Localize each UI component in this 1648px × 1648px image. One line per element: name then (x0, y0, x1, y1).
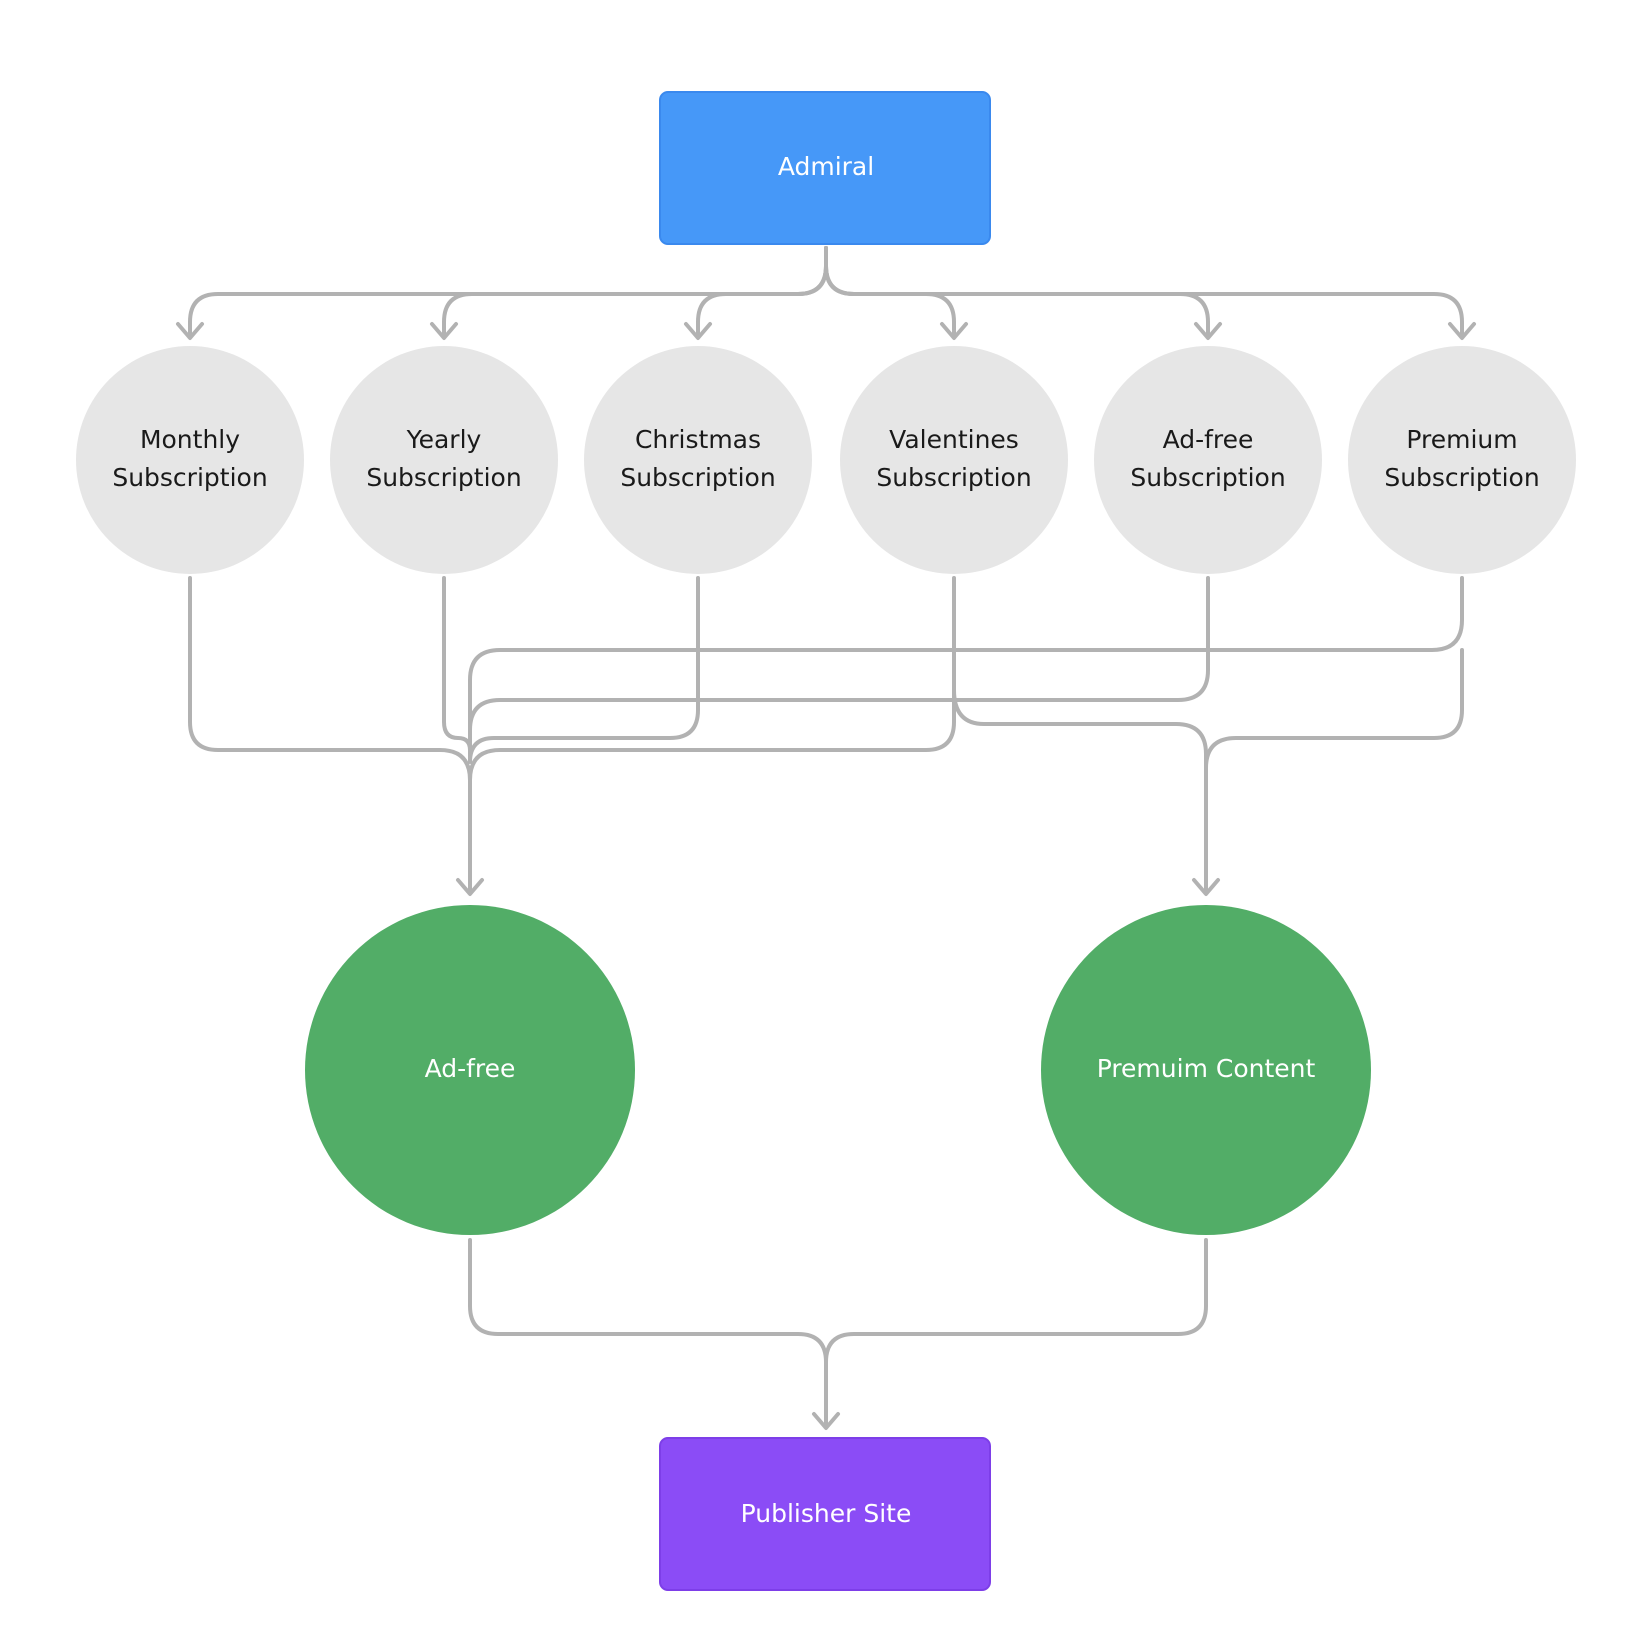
admiral-label: Admiral (778, 152, 874, 181)
connectors-subscriptions-to-premium-content (952, 648, 1464, 894)
monthly-subscription-label-line1: Monthly (140, 425, 240, 454)
premium-subscription-label-line2: Subscription (1384, 463, 1539, 492)
node-valentines-subscription[interactable]: Valentines Subscription (840, 346, 1068, 574)
premium-content-label: Premuim Content (1097, 1054, 1316, 1083)
arrowhead-adfree-subscription (1194, 322, 1222, 340)
edge-admiral-christmas (696, 246, 828, 338)
publisher-site-box (659, 1437, 991, 1591)
publisher-site-label: Publisher Site (741, 1499, 912, 1528)
connectors-subscriptions-to-adfree (188, 576, 1464, 894)
arrowheads-middle-row (456, 878, 1220, 896)
christmas-subscription-circle (584, 346, 812, 574)
node-adfree-subscription[interactable]: Ad-free Subscription (1094, 346, 1322, 574)
premium-subscription-circle (1348, 346, 1576, 574)
arrowhead-premium-content (1192, 878, 1220, 896)
edge-premium-subscription-premium-content (1204, 648, 1464, 770)
edge-christmas-adfree (468, 576, 700, 764)
premium-content-circle (1041, 905, 1371, 1235)
node-premium-subscription[interactable]: Premium Subscription (1348, 346, 1576, 574)
arrowheads-top-row (176, 322, 1476, 340)
edge-adfree-publisher (468, 1238, 828, 1428)
arrowhead-christmas (684, 322, 712, 340)
adfree-label: Ad-free (425, 1054, 516, 1083)
node-premium-content[interactable]: Premuim Content (1041, 905, 1371, 1235)
christmas-subscription-label-line2: Subscription (620, 463, 775, 492)
yearly-subscription-circle (330, 346, 558, 574)
monthly-subscription-label-line2: Subscription (112, 463, 267, 492)
admiral-box (659, 91, 991, 245)
arrowhead-monthly (176, 322, 204, 340)
connectors-admiral-to-subscriptions (188, 246, 1464, 338)
monthly-subscription-circle (76, 346, 304, 574)
edge-yearly-adfree (442, 576, 472, 752)
node-publisher-site[interactable]: Publisher Site (659, 1437, 991, 1591)
node-adfree[interactable]: Ad-free (305, 905, 635, 1235)
valentines-subscription-label-line1: Valentines (889, 425, 1019, 454)
adfree-subscription-label-line1: Ad-free (1163, 425, 1254, 454)
arrowhead-valentines (940, 322, 968, 340)
premium-subscription-label-line1: Premium (1406, 425, 1517, 454)
valentines-subscription-label-line2: Subscription (876, 463, 1031, 492)
connectors-features-to-publisher (468, 1238, 1208, 1428)
edge-valentines-premium-content (952, 688, 1208, 894)
valentines-subscription-circle (840, 346, 1068, 574)
arrowhead-yearly (430, 322, 458, 340)
edge-premium-subscription-adfree (468, 576, 1464, 762)
arrowhead-adfree (456, 878, 484, 896)
adfree-subscription-circle (1094, 346, 1322, 574)
node-monthly-subscription[interactable]: Monthly Subscription (76, 346, 304, 574)
edge-adfree-subscription-adfree (468, 576, 1210, 762)
yearly-subscription-label-line2: Subscription (366, 463, 521, 492)
arrowhead-publisher (812, 1412, 840, 1430)
edge-valentines-adfree (468, 576, 956, 782)
edge-premium-content-publisher (824, 1238, 1208, 1364)
adfree-subscription-label-line2: Subscription (1130, 463, 1285, 492)
arrowhead-premium-subscription (1448, 322, 1476, 340)
adfree-circle (305, 905, 635, 1235)
node-christmas-subscription[interactable]: Christmas Subscription (584, 346, 812, 574)
edge-monthly-adfree (188, 576, 472, 894)
node-admiral[interactable]: Admiral (659, 91, 991, 245)
edge-admiral-premium-subscription (824, 246, 1464, 338)
christmas-subscription-label-line1: Christmas (635, 425, 761, 454)
yearly-subscription-label-line1: Yearly (406, 425, 482, 454)
node-yearly-subscription[interactable]: Yearly Subscription (330, 346, 558, 574)
